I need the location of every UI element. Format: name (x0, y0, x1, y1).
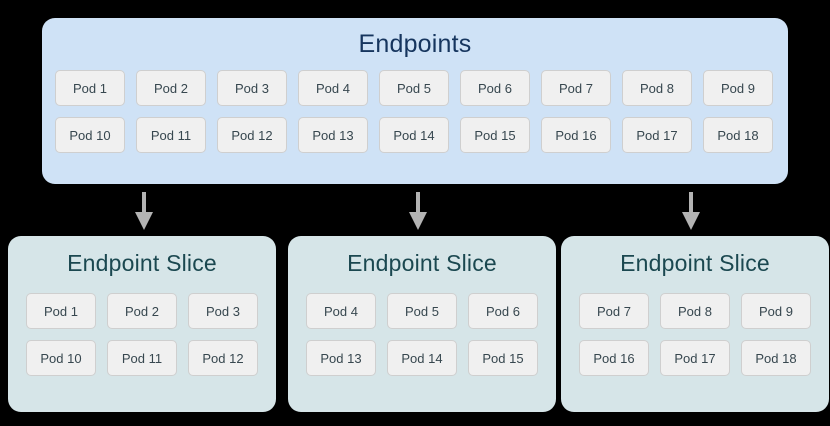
pod-chip[interactable]: Pod 2 (136, 70, 206, 106)
pod-chip[interactable]: Pod 18 (741, 340, 811, 376)
pod-chip[interactable]: Pod 3 (188, 293, 258, 329)
pod-chip[interactable]: Pod 3 (217, 70, 287, 106)
endpoint-slice-title: Endpoint Slice (620, 250, 770, 276)
pod-chip[interactable]: Pod 6 (468, 293, 538, 329)
endpoint-slice-title: Endpoint Slice (347, 250, 497, 276)
endpoints-pod-grid: Pod 1 Pod 2 Pod 3 Pod 4 Pod 5 Pod 6 Pod … (55, 70, 775, 164)
pod-chip[interactable]: Pod 11 (136, 117, 206, 153)
down-arrow-icon (135, 192, 153, 230)
pod-chip[interactable]: Pod 16 (579, 340, 649, 376)
down-arrow-icon (409, 192, 427, 230)
pod-chip[interactable]: Pod 13 (306, 340, 376, 376)
pod-chip[interactable]: Pod 12 (188, 340, 258, 376)
pod-chip[interactable]: Pod 14 (379, 117, 449, 153)
pod-chip[interactable]: Pod 1 (55, 70, 125, 106)
pod-chip[interactable]: Pod 7 (541, 70, 611, 106)
pod-chip[interactable]: Pod 1 (26, 293, 96, 329)
endpoint-slice-pod-row-1: Pod 1 Pod 2 Pod 3 (8, 293, 276, 329)
pod-chip[interactable]: Pod 7 (579, 293, 649, 329)
pod-chip[interactable]: Pod 15 (468, 340, 538, 376)
endpoint-slice-pod-row-2: Pod 13 Pod 14 Pod 15 (288, 340, 556, 376)
endpoint-slice-pod-grid: Pod 4 Pod 5 Pod 6 Pod 13 Pod 14 Pod 15 (288, 293, 556, 387)
endpoint-slice-pod-grid: Pod 7 Pod 8 Pod 9 Pod 16 Pod 17 Pod 18 (561, 293, 829, 387)
pod-chip[interactable]: Pod 5 (379, 70, 449, 106)
pod-chip[interactable]: Pod 14 (387, 340, 457, 376)
pod-chip[interactable]: Pod 11 (107, 340, 177, 376)
endpoint-slice-panel-3: Endpoint Slice Pod 7 Pod 8 Pod 9 Pod 16 … (561, 236, 829, 412)
endpoint-slice-pod-row-1: Pod 4 Pod 5 Pod 6 (288, 293, 556, 329)
pod-chip[interactable]: Pod 13 (298, 117, 368, 153)
pod-chip[interactable]: Pod 17 (660, 340, 730, 376)
pod-chip[interactable]: Pod 12 (217, 117, 287, 153)
endpoint-slice-pod-row-1: Pod 7 Pod 8 Pod 9 (561, 293, 829, 329)
pod-chip[interactable]: Pod 15 (460, 117, 530, 153)
pod-chip[interactable]: Pod 9 (741, 293, 811, 329)
pod-chip[interactable]: Pod 9 (703, 70, 773, 106)
pod-chip[interactable]: Pod 6 (460, 70, 530, 106)
endpoint-slice-pod-row-2: Pod 10 Pod 11 Pod 12 (8, 340, 276, 376)
pod-chip[interactable]: Pod 4 (298, 70, 368, 106)
pod-chip[interactable]: Pod 10 (26, 340, 96, 376)
pod-chip[interactable]: Pod 10 (55, 117, 125, 153)
endpoints-pod-row-1: Pod 1 Pod 2 Pod 3 Pod 4 Pod 5 Pod 6 Pod … (55, 70, 775, 106)
pod-chip[interactable]: Pod 16 (541, 117, 611, 153)
endpoints-pod-row-2: Pod 10 Pod 11 Pod 12 Pod 13 Pod 14 Pod 1… (55, 117, 775, 153)
endpoint-slice-panel-2: Endpoint Slice Pod 4 Pod 5 Pod 6 Pod 13 … (288, 236, 556, 412)
endpoint-slice-title: Endpoint Slice (67, 250, 217, 276)
pod-chip[interactable]: Pod 4 (306, 293, 376, 329)
endpoints-panel: Endpoints Pod 1 Pod 2 Pod 3 Pod 4 Pod 5 … (42, 18, 788, 184)
pod-chip[interactable]: Pod 8 (622, 70, 692, 106)
endpoint-slice-pod-grid: Pod 1 Pod 2 Pod 3 Pod 10 Pod 11 Pod 12 (8, 293, 276, 387)
down-arrow-icon (682, 192, 700, 230)
pod-chip[interactable]: Pod 5 (387, 293, 457, 329)
pod-chip[interactable]: Pod 2 (107, 293, 177, 329)
pod-chip[interactable]: Pod 17 (622, 117, 692, 153)
endpoint-slice-panel-1: Endpoint Slice Pod 1 Pod 2 Pod 3 Pod 10 … (8, 236, 276, 412)
pod-chip[interactable]: Pod 18 (703, 117, 773, 153)
pod-chip[interactable]: Pod 8 (660, 293, 730, 329)
endpoint-slice-pod-row-2: Pod 16 Pod 17 Pod 18 (561, 340, 829, 376)
endpoints-title: Endpoints (358, 30, 472, 58)
